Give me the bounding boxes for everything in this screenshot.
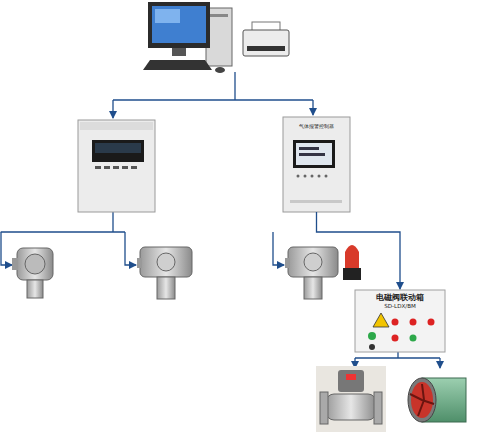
connector xyxy=(317,212,401,289)
solenoid-valve xyxy=(316,366,386,432)
controller-box: 气体报警控制器 xyxy=(283,117,350,212)
linkage-box xyxy=(355,290,445,352)
gas-detector xyxy=(285,247,338,299)
controller-panel xyxy=(78,120,155,212)
model-number: SD-LDX/BM xyxy=(355,303,445,309)
controller-panel xyxy=(283,117,350,212)
printer-icon xyxy=(243,22,289,56)
alarm-light xyxy=(343,245,361,280)
gas-detector xyxy=(137,247,192,299)
gas-detector xyxy=(12,248,53,298)
box-title: 气体报警控制器 xyxy=(283,123,350,129)
computer-icon xyxy=(143,2,232,73)
exhaust-fan xyxy=(408,378,466,422)
box-title: 电磁阀联动箱 xyxy=(355,293,445,302)
linkage-box: 电磁阀联动箱SD-LDX/BM xyxy=(355,290,445,352)
